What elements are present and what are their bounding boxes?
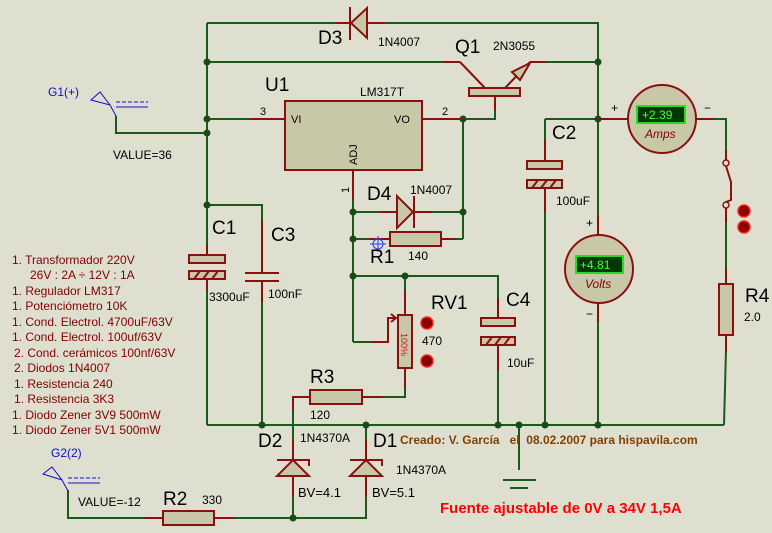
u1-ref: U1	[265, 75, 289, 96]
u1-pin3: 3	[260, 106, 266, 118]
r3-value: 120	[310, 408, 330, 422]
r4-value: 2.0	[744, 310, 761, 324]
r2-value: 330	[202, 493, 222, 507]
c3-value: 100nF	[268, 287, 302, 301]
parts-list-item: 2. Diodos 1N4007	[14, 361, 110, 375]
crosshair-marker-icon	[370, 236, 386, 252]
ammeter-plus: +	[611, 101, 618, 115]
ammeter-reading: +2.39	[642, 108, 673, 122]
diode-d3[interactable]: D3 1N4007	[318, 5, 420, 49]
ammeter-minus: −	[704, 101, 711, 115]
d3-value: 1N4007	[378, 35, 420, 49]
transistor-q1[interactable]: Q1 2N3055	[443, 37, 546, 110]
parts-list-item: 1. Transformador 220V	[12, 253, 135, 267]
c2-ref: C2	[552, 123, 576, 144]
q1-ref: Q1	[455, 37, 480, 58]
q1-value: 2N3055	[493, 39, 535, 53]
rv1-ref: RV1	[431, 293, 468, 314]
d4-value: 1N4007	[410, 183, 452, 197]
generator-g2[interactable]: G2(2) VALUE=-12	[41, 446, 141, 509]
d1-value: 1N4370A	[396, 463, 446, 477]
r1-value: 140	[408, 249, 428, 263]
parts-list-item: 1. Diodo Zener 3V9 500mW	[12, 408, 161, 422]
resistor-r4[interactable]: R4 2.0	[718, 268, 770, 352]
potentiometer-rv1[interactable]: 100% RV1 470	[372, 290, 468, 387]
ammeter[interactable]: +2.39 Amps + −	[598, 84, 714, 154]
voltmeter-plus: +	[586, 216, 593, 230]
switch-open-button[interactable]	[737, 204, 751, 218]
credit-text: Creado: V. García el 08.02.2007 para his…	[400, 433, 698, 447]
c1-ref: C1	[212, 218, 236, 239]
capacitor-c2[interactable]: C2 100uF	[526, 123, 590, 212]
switch[interactable]	[722, 150, 751, 234]
parts-list: 1. Transformador 220V 26V : 2A ÷ 12V : 1…	[12, 253, 175, 437]
c2-value: 100uF	[556, 194, 590, 208]
parts-list-item: 2. Cond. cerámicos 100nf/63V	[14, 346, 175, 360]
resistor-r3[interactable]: R3 120	[292, 367, 382, 422]
schematic-title: Fuente ajustable de 0V a 34V 1,5A	[440, 500, 682, 517]
switch-close-button[interactable]	[737, 220, 751, 234]
zener-d2[interactable]: D2 1N4370A BV=4.1	[258, 431, 350, 500]
u1-pin-adj: ADJ	[348, 144, 360, 165]
g2-value: VALUE=-12	[78, 495, 141, 509]
c1-value: 3300uF	[209, 290, 250, 304]
parts-list-item: 1. Resistencia 240	[14, 377, 113, 391]
capacitor-c4[interactable]: C4 10uF	[480, 290, 534, 370]
generator-g1[interactable]: G1(+) VALUE=36	[48, 85, 172, 162]
g1-ref: G1(+)	[48, 85, 79, 99]
u1-pin-vi: VI	[291, 114, 301, 126]
r1-ref: R1	[370, 247, 394, 268]
ground-icon	[503, 479, 536, 489]
d2-bv: BV=4.1	[298, 485, 341, 500]
r2-ref: R2	[163, 489, 187, 510]
regulator-u1[interactable]: U1 LM317T VI VO ADJ 3 2 1	[250, 75, 460, 200]
capacitor-c3[interactable]: C3 100nF	[245, 220, 302, 302]
d2-value: 1N4370A	[300, 431, 350, 445]
voltmeter-unit: Volts	[585, 277, 611, 291]
rv1-increase-button[interactable]	[420, 316, 434, 330]
d3-ref: D3	[318, 28, 342, 49]
resistor-r2[interactable]: R2 330	[145, 489, 234, 526]
u1-pin-vo: VO	[394, 114, 410, 126]
rv1-decrease-button[interactable]	[420, 354, 434, 368]
c4-ref: C4	[506, 290, 531, 311]
rv1-value: 470	[422, 334, 442, 348]
c4-value: 10uF	[507, 356, 534, 370]
zener-d1[interactable]: D1 1N4370A BV=5.1	[347, 431, 446, 500]
d1-bv: BV=5.1	[372, 485, 415, 500]
voltmeter-reading: +4.81	[580, 258, 611, 272]
voltmeter[interactable]: +4.81 Volts + −	[564, 215, 634, 322]
d2-ref: D2	[258, 431, 282, 452]
g1-value: VALUE=36	[113, 148, 172, 162]
d4-ref: D4	[367, 184, 392, 205]
parts-list-item: 1. Cond. Electrol. 4700uF/63V	[12, 315, 173, 329]
resistor-r1[interactable]: R1 140	[370, 231, 455, 268]
parts-list-item: 26V : 2A ÷ 12V : 1A	[30, 268, 135, 282]
parts-list-item: 1. Regulador LM317	[12, 284, 121, 298]
junctions	[203, 58, 602, 522]
ammeter-unit: Amps	[644, 127, 676, 141]
u1-value: LM317T	[360, 85, 405, 99]
rv1-setting: 100%	[399, 333, 409, 356]
g2-ref: G2(2)	[51, 446, 82, 460]
parts-list-item: 1. Potenciómetro 10K	[12, 299, 127, 313]
parts-list-item: 1. Cond. Electrol. 100uf/63V	[12, 330, 162, 344]
d1-ref: D1	[373, 431, 397, 452]
parts-list-item: 1. Diodo Zener 5V1 500mW	[12, 423, 161, 437]
u1-pin2: 2	[442, 106, 448, 118]
diode-d4[interactable]: D4 1N4007	[367, 183, 452, 231]
r4-ref: R4	[745, 286, 770, 307]
r3-ref: R3	[310, 367, 334, 388]
voltmeter-minus: −	[586, 307, 593, 321]
c3-ref: C3	[271, 225, 295, 246]
capacitor-c1[interactable]: C1 3300uF	[188, 218, 250, 304]
parts-list-item: 1. Resistencia 3K3	[14, 392, 114, 406]
u1-pin1: 1	[340, 187, 352, 193]
